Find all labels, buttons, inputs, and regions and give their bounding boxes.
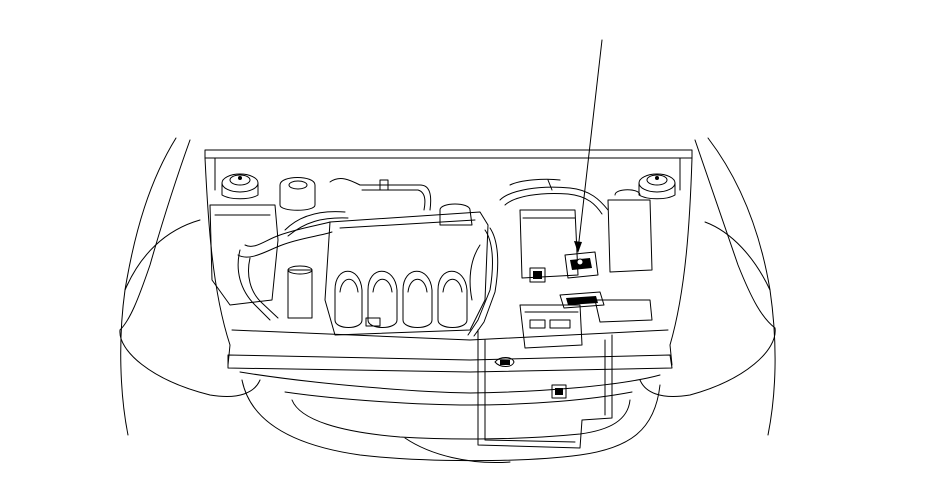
bumper-grille-upper	[284, 391, 633, 406]
cowl-inner	[214, 157, 681, 191]
right-headlight-arc	[639, 327, 776, 397]
front-bumper-top	[239, 371, 661, 394]
battery	[519, 209, 579, 279]
engine-block	[324, 179, 489, 336]
left-fender-outer	[120, 137, 177, 436]
left-fender-inner	[119, 139, 191, 331]
left-components	[209, 177, 361, 321]
intake-hose-left	[244, 221, 331, 247]
fuse-box-area	[519, 189, 653, 349]
bumper-grille-lower	[291, 399, 631, 440]
right-strut-tower	[638, 173, 676, 200]
callout-leader	[574, 39, 603, 253]
reservoir-right	[607, 199, 653, 273]
engine-cover	[324, 211, 489, 336]
reservoir-left	[279, 177, 316, 211]
cowl-panel	[204, 149, 693, 159]
canister	[287, 269, 313, 319]
strut-towers	[221, 173, 676, 200]
intake-runners	[334, 270, 468, 328]
radiator-support	[227, 354, 673, 373]
left-strut-tower	[221, 173, 259, 200]
right-fender-inner	[694, 139, 776, 329]
callout-line	[577, 39, 603, 251]
left-headlight-arc	[119, 329, 261, 397]
bumper-bottom-edge	[404, 437, 511, 464]
front-bumper-lower	[241, 379, 661, 462]
fuse-box	[519, 304, 583, 349]
right-inner-wall	[669, 157, 693, 366]
callout-arrowhead	[574, 241, 582, 253]
left-inner-wall	[204, 157, 231, 366]
car-body	[119, 137, 776, 464]
air-box	[209, 204, 279, 306]
left-wheel-arch	[124, 219, 201, 291]
radiator-upper-bar	[231, 329, 669, 341]
throttle-body	[439, 203, 473, 226]
callout-target-component	[564, 251, 599, 279]
lower-center-wiring	[477, 329, 613, 449]
center-harness	[467, 178, 609, 337]
engine-bay-frame	[204, 149, 693, 373]
right-wheel-arch	[704, 221, 771, 291]
right-fender-outer	[707, 137, 776, 436]
